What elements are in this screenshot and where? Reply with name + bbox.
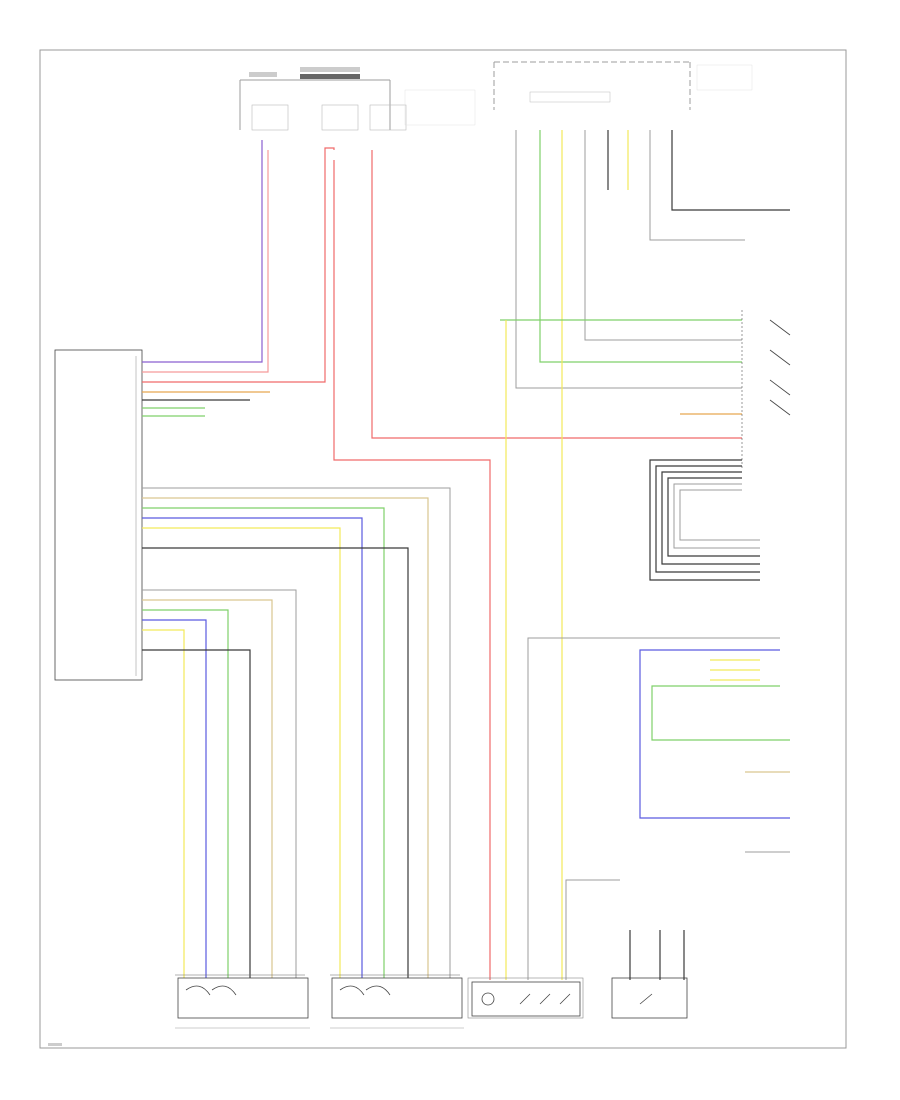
wire-tan-m1 — [142, 497, 429, 980]
rear-panel — [467, 977, 584, 1019]
wire-violet-fuse — [142, 140, 263, 363]
wire-yellow-m1 — [142, 527, 341, 980]
left-actuator — [175, 974, 310, 1029]
wire-pink-fuse — [142, 150, 269, 373]
diagram-frame — [39, 49, 847, 1049]
wire-yellow-l1 — [142, 629, 185, 980]
wire-red-module — [142, 147, 335, 383]
wire-blue-m1 — [142, 517, 363, 980]
wire-gray-2 — [584, 130, 742, 341]
wire-green-1 — [539, 130, 742, 363]
fuse-block — [239, 67, 476, 131]
wire-green-m1 — [142, 507, 385, 980]
control-module-top-right — [493, 61, 753, 110]
wire-gray-1 — [515, 130, 742, 389]
dark-bundle — [649, 459, 760, 581]
convertible-panel — [611, 977, 688, 1019]
wire-green-l1 — [142, 609, 229, 980]
wire-gray-l1 — [142, 589, 297, 980]
wire-dark-l1 — [142, 649, 251, 980]
wire-red-long — [333, 160, 491, 980]
wire-gray-m1 — [142, 487, 451, 980]
wire-blue-l1 — [142, 619, 207, 980]
right-actuator — [330, 974, 464, 1029]
wire-tan-l1 — [142, 599, 273, 980]
main-module — [54, 349, 143, 681]
switch-column — [741, 310, 791, 470]
wire-dark-3 — [671, 130, 790, 211]
wire-red-right — [371, 150, 742, 439]
wire-dark-m1 — [142, 547, 409, 980]
right-connector — [527, 637, 790, 980]
wire-gray-3 — [649, 130, 745, 241]
